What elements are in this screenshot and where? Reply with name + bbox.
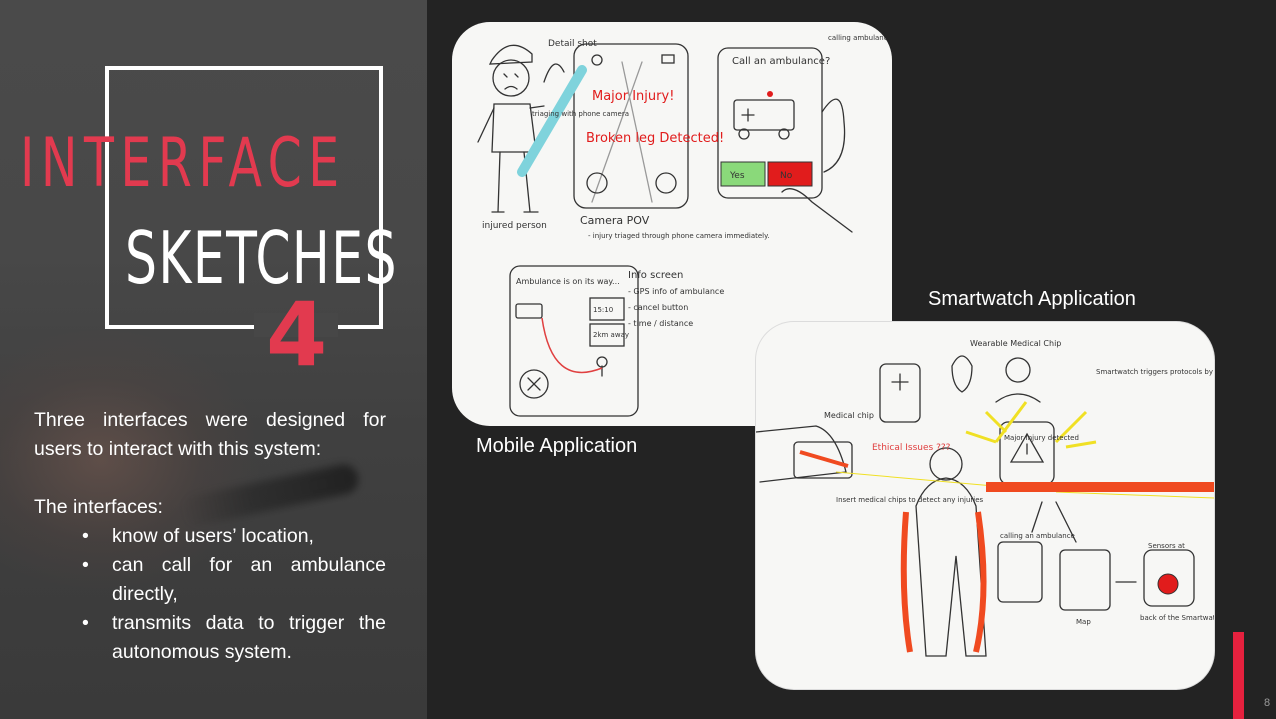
label-info-time: - time / distance (628, 319, 693, 328)
location-pin-icon (596, 356, 608, 368)
left-panel (0, 0, 427, 719)
medical-chip-tag (879, 363, 921, 423)
label-calling-ambulance: calling an ambulance (1000, 532, 1075, 540)
label-info-gps: - GPS info of ambulance (628, 287, 724, 296)
label-call-ambulance: Call an ambulance? (732, 56, 830, 67)
cancel-icon (519, 369, 549, 399)
label-map: Map (1076, 618, 1091, 626)
title-frame (105, 66, 383, 329)
label-ethical-issues: Ethical Issues ??? (872, 443, 951, 453)
intro-text: Three interfaces were designed for users… (34, 409, 386, 460)
watch-screen-map (1059, 549, 1111, 611)
accent-bar (1233, 632, 1244, 719)
gear-icon (591, 54, 603, 66)
label-info-screen: Info screen (628, 270, 683, 281)
caption-watch: Smartwatch Application (928, 288, 1136, 310)
phone-ambulance-prompt (717, 47, 823, 199)
label-no: No (780, 171, 793, 181)
label-triaging: triaging with phone camera (532, 110, 629, 118)
list-heading: The interfaces: (34, 496, 163, 518)
interface-list: •know of users’ location, •can call for … (34, 522, 386, 667)
phone-call-icon (586, 172, 608, 194)
label-eta: 15:10 (593, 306, 613, 314)
label-detail-shot: Detail shot (548, 39, 597, 49)
background-hand-photo (0, 330, 260, 590)
label-calling-prompt: calling ambulance prompt (828, 34, 892, 42)
bullet-icon: • (82, 525, 89, 547)
list-item: •can call for an ambulance directly, (34, 551, 386, 609)
phone-info-screen (509, 265, 639, 417)
yes-button (720, 161, 766, 187)
distance-box (589, 323, 625, 347)
no-button (767, 161, 813, 187)
necklace-icon (951, 355, 973, 393)
sensor-icon (1157, 573, 1179, 595)
arm-sketch (756, 425, 847, 483)
label-medical-chip: Medical chip (824, 411, 874, 420)
injured-person-head (492, 59, 530, 97)
description: Three interfaces were designed for users… (34, 406, 386, 667)
body-outline (915, 477, 987, 657)
profile-icon (655, 172, 677, 194)
list-item: •know of users’ location, (34, 522, 386, 551)
eta-box (589, 297, 625, 321)
page-number: 8 (1264, 697, 1271, 709)
title-sketches: SKETCHES (125, 216, 398, 300)
mobile-sketch-drawing: Detail shot triaging with phone camera i… (477, 34, 892, 417)
caption-mobile: Mobile Application (476, 435, 638, 457)
label-ambulance-way: Ambulance is on its way... (516, 277, 620, 286)
ambulance-icon (733, 99, 795, 131)
title-interface: INTERFACE (20, 124, 346, 203)
label-distance: 2km away (593, 331, 629, 339)
section-number: 4 (266, 283, 328, 386)
label-wearable-chip: Wearable Medical Chip (970, 339, 1061, 348)
body-head (929, 447, 963, 481)
watch-screen-calling (997, 541, 1043, 603)
list-item: •transmits data to trigger the autonomou… (34, 609, 386, 667)
watch-strap (986, 482, 1214, 492)
watch-sketch-drawing: Wearable Medical Chip Smartwatch trigger… (756, 339, 1214, 657)
label-camera-note: - injury triaged through phone camera im… (588, 232, 769, 240)
label-major-injury: Major Injury! (592, 89, 674, 104)
label-injured-person: injured person (482, 221, 547, 231)
frame-gap (254, 313, 338, 337)
camera-icon (661, 54, 675, 64)
bullet-icon: • (82, 554, 89, 576)
phone-camera-pov (573, 43, 689, 209)
watch-sketch-image: Wearable Medical Chip Smartwatch trigger… (756, 322, 1214, 689)
injured-person-body (491, 103, 537, 153)
label-major-injury-detected: Major Injury detected (1004, 434, 1079, 442)
bullet-icon: • (82, 612, 89, 634)
label-info-cancel: - cancel button (628, 303, 688, 312)
watch-screen-sensors (1143, 549, 1195, 607)
label-camera-pov: Camera POV (580, 214, 650, 227)
label-sensors-at: Sensors at (1148, 542, 1185, 550)
mini-ambulance-icon (515, 303, 543, 319)
label-back-of-watch: back of the Smartwatch (1140, 614, 1214, 622)
body-highlight (900, 511, 987, 653)
triage-beam (517, 65, 587, 177)
medical-chip-device (793, 441, 853, 479)
route-line (541, 317, 603, 374)
helmet-icon (488, 44, 533, 65)
alert-rays (965, 401, 1097, 449)
label-watch-triggers: Smartwatch triggers protocols by detecti… (1096, 368, 1214, 376)
siren-light (767, 91, 773, 97)
label-insert-chips: Insert medical chips to detect any injur… (836, 496, 984, 504)
warning-icon (1009, 432, 1045, 463)
label-yes: Yes (729, 171, 745, 181)
label-broken-leg: Broken leg Detected! (586, 131, 724, 146)
wearer-head (1005, 357, 1031, 383)
